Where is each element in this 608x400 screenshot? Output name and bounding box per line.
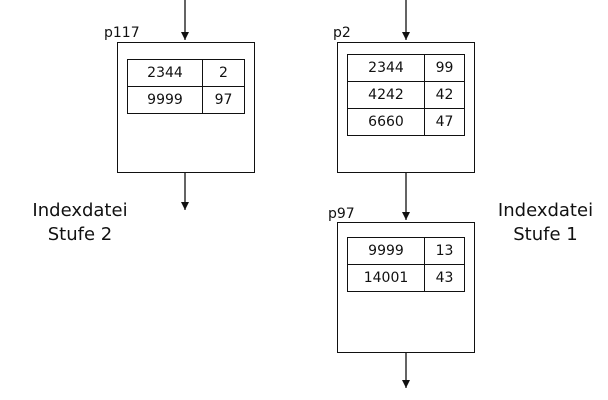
caption-level-2-line1: Indexdatei <box>32 200 128 221</box>
page-label-p2: p2 <box>333 25 351 41</box>
key-cell: 14001 <box>347 264 425 292</box>
table-row: 2344 99 <box>347 54 465 82</box>
key-cell: 4242 <box>347 81 425 109</box>
page-p2: 2344 99 4242 42 6660 47 <box>337 42 475 173</box>
key-cell: 6660 <box>347 108 425 136</box>
pointer-cell: 97 <box>202 86 245 114</box>
pointer-cell: 47 <box>424 108 465 136</box>
caption-level-2-line2: Stufe 2 <box>47 224 113 245</box>
caption-level-1-line1: Indexdatei <box>497 200 594 221</box>
key-cell: 9999 <box>347 237 425 265</box>
page-label-p117: p117 <box>104 25 140 41</box>
table-row: 4242 42 <box>347 81 465 109</box>
index-table-p117: 2344 2 9999 97 <box>127 59 245 114</box>
table-row: 14001 43 <box>347 264 465 292</box>
table-row: 6660 47 <box>347 108 465 136</box>
index-table-p2: 2344 99 4242 42 6660 47 <box>347 54 465 136</box>
pointer-cell: 99 <box>424 54 465 82</box>
caption-level-1: Indexdatei Stufe 1 <box>483 199 608 247</box>
caption-level-1-line2: Stufe 1 <box>513 224 578 245</box>
page-label-p97: p97 <box>328 206 355 222</box>
table-row: 9999 97 <box>127 86 245 114</box>
pointer-cell: 42 <box>424 81 465 109</box>
key-cell: 2344 <box>347 54 425 82</box>
index-table-p97: 9999 13 14001 43 <box>347 237 465 292</box>
page-p97: 9999 13 14001 43 <box>337 222 475 353</box>
caption-level-2: Indexdatei Stufe 2 <box>15 199 145 247</box>
pointer-cell: 43 <box>424 264 465 292</box>
pointer-cell: 2 <box>202 59 245 87</box>
table-row: 2344 2 <box>127 59 245 87</box>
key-cell: 2344 <box>127 59 203 87</box>
key-cell: 9999 <box>127 86 203 114</box>
page-p117: 2344 2 9999 97 <box>117 42 255 173</box>
table-row: 9999 13 <box>347 237 465 265</box>
pointer-cell: 13 <box>424 237 465 265</box>
